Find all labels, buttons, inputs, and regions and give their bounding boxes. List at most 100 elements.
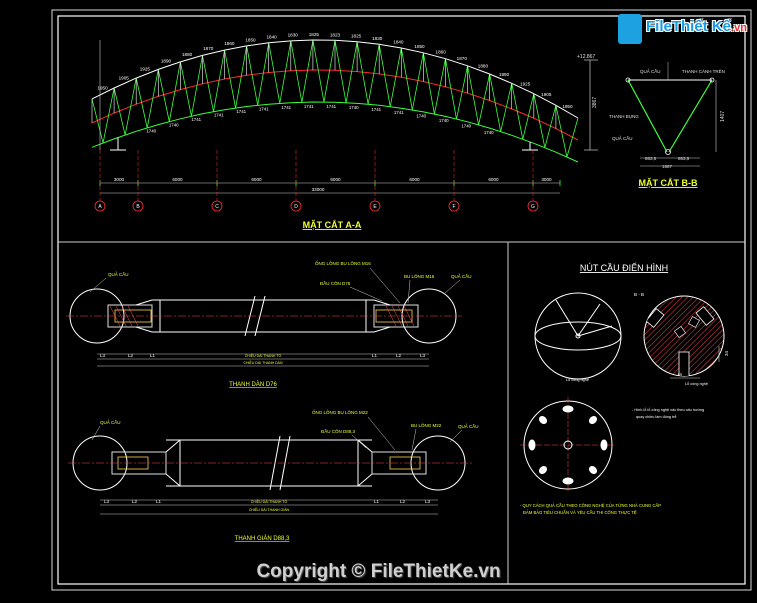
grid-bubble: [369, 200, 381, 212]
outer-frame: [51, 9, 752, 591]
truss-bottom-label: 1741: [281, 105, 291, 110]
d88-dim-l3-right: L3: [425, 499, 431, 504]
d76-len1: CHIỀU DÀI THANH TỔ: [245, 353, 282, 358]
truss-top-label: 1860: [224, 41, 235, 46]
d76-label-cone: ĐẦU CÔN D76: [320, 280, 351, 286]
truss-top-label: 1950: [562, 104, 573, 109]
d76-label-ball-l: QUẢ CẦU: [108, 271, 129, 277]
truss-bottom-label: 1740: [461, 124, 471, 129]
dim-total-label: 33000: [312, 187, 325, 192]
truss-top-label: 1830: [372, 36, 383, 41]
truss-bottom-label: 1741: [326, 104, 336, 109]
node-dim-m: M: [678, 372, 682, 377]
truss-top-label: 1880: [478, 63, 489, 68]
truss-top-label: 1890: [499, 72, 510, 77]
truss-bottom-label: 1740: [349, 105, 359, 110]
node-hole-label2: Lỗ công nghệ: [685, 381, 708, 386]
dim-segment-label: 6000: [251, 177, 262, 182]
arched-truss: [91, 39, 579, 163]
bb-height: 1407: [720, 111, 726, 122]
node-title: NÚT CẦU ĐIỂN HÌNH: [580, 262, 668, 273]
truss-top-label: 1825: [351, 34, 362, 39]
logo-text: FileThiết Kế.vn: [646, 18, 747, 35]
dim-segment-label: 3000: [114, 177, 125, 182]
d88-dim-l1-right: L1: [374, 499, 380, 504]
truss-bottom-label: 1741: [214, 113, 224, 118]
height-label: 3867: [592, 97, 598, 108]
bb-label-ball: QUẢ CẦU: [640, 68, 661, 74]
bar-d76-dims: [97, 353, 429, 367]
d76-label-bolt: BU LÔNG M16: [404, 273, 435, 279]
d88-len2: CHIỀU DÀI THANH GIÀN: [249, 507, 290, 512]
truss-bottom-label: 1740: [484, 130, 494, 135]
truss-top-label: 1950: [97, 86, 108, 91]
grid-bubble: [211, 200, 223, 212]
truss-top-label: 1890: [161, 59, 172, 64]
truss-bottom-label: 1740: [169, 122, 179, 127]
grid-label: A: [98, 204, 102, 210]
bb-dim-total: 1687: [662, 164, 673, 169]
bb-label-top-bar: THANH CÁNH TRÊN: [682, 67, 725, 74]
truss-top-label: 1830: [288, 33, 299, 38]
d76-label-ball-r: QUẢ CẦU: [451, 273, 472, 279]
bb-dim-a: 863,5: [645, 156, 657, 161]
grid-label: F: [452, 204, 455, 210]
grid-label: E: [373, 204, 377, 210]
truss-top-label: 1850: [245, 37, 256, 42]
dim-segment-label: 6000: [488, 177, 499, 182]
truss-top-label: 1823: [330, 32, 341, 37]
logo-tld: .vn: [731, 22, 747, 34]
grid-label: C: [215, 204, 219, 210]
copyright-watermark: Copyright © FileThietKe.vn: [256, 561, 501, 582]
truss-top-label: 1850: [414, 44, 425, 49]
truss-bottom-label: 1740: [416, 113, 426, 118]
truss-top-label: 1870: [203, 46, 214, 51]
filethietke-logo: FileThiết Kế.vn: [618, 14, 747, 44]
d88-dim-l2-right: L2: [400, 499, 406, 504]
section-bb-title: MẶT CẮT B-B: [639, 178, 698, 188]
truss-bottom-label: 1740: [146, 129, 156, 134]
truss-bottom-label: 1741: [236, 109, 246, 114]
node-hole-label: Lỗ công nghệ: [566, 377, 589, 382]
grid-bubble: [448, 200, 460, 212]
truss-top-label: 1825: [309, 32, 320, 37]
bar-d88-drawing: [68, 435, 472, 491]
section-aa-title: MẶT CẮT A-A: [303, 220, 362, 230]
truss-bottom-label: 1741: [304, 104, 314, 109]
d88-label-cone: ĐẦU CÔN D88,3: [321, 428, 356, 434]
d88-label-ball-l: QUẢ CẦU: [100, 419, 121, 425]
elevation-label: +12.867: [577, 54, 595, 60]
grid-bubble: [94, 200, 106, 212]
section-bb-drawing: [625, 62, 717, 167]
logo-file-icon: [618, 14, 642, 44]
truss-top-label: 1925: [520, 82, 531, 87]
bb-label-ball2: QUẢ CẦU: [612, 135, 633, 141]
truss-bottom-label: 1741: [259, 107, 269, 112]
dim-segment-label: 6000: [172, 177, 183, 182]
logo-brand: File: [646, 18, 672, 35]
truss-top-label: 1905: [541, 92, 552, 97]
truss-bottom-label: 1740: [439, 118, 449, 123]
d76-dim-l3-left: L3: [100, 353, 106, 358]
truss-top-label: 1870: [457, 56, 468, 61]
grid-bubble: [132, 200, 144, 212]
grid-label: G: [531, 204, 535, 210]
truss-bottom-label: 1741: [394, 110, 404, 115]
d88-label-sleeve: ỐNG LỒNG BU LÔNG M22: [312, 409, 368, 415]
truss-top-label: 1905: [119, 76, 130, 81]
node-note1: - Hình lỗ lỗ công nghệ xác theo cấu hướn…: [632, 407, 704, 412]
d76-dim-l1-right: L1: [372, 353, 378, 358]
node-ball-elevation: [534, 292, 622, 380]
node-section-bb: [643, 295, 725, 379]
grid-bubble: [290, 200, 302, 212]
d76-len2: CHIỀU DÀI THANH DÀN: [243, 360, 282, 365]
d88-label-bolt: BU LÔNG M22: [411, 422, 442, 428]
truss-top-label: 1925: [140, 67, 151, 72]
truss-top-label: 1880: [182, 52, 193, 57]
dim-segment-label: 6000: [409, 177, 420, 182]
d88-label-ball-r: QUẢ CẦU: [458, 423, 479, 429]
node-ball-plan: [520, 397, 616, 493]
